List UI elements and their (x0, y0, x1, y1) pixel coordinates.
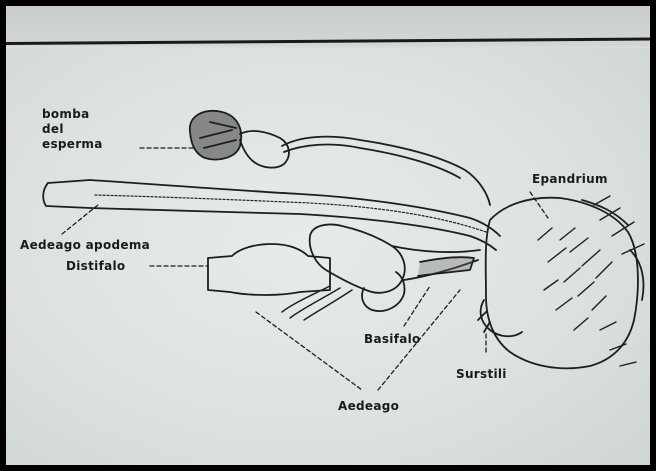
label-aedeago: Aedeago (338, 399, 399, 413)
label-bomba-line1: bomba (42, 107, 90, 121)
label-distifalo: Distifalo (66, 259, 125, 273)
surstili (478, 300, 522, 336)
label-epandrium: Epandrium (532, 172, 608, 186)
label-surstili: Surstili (456, 367, 507, 381)
epandrium (486, 198, 644, 369)
leader-aedeago-left (256, 312, 362, 390)
label-bomba-line2: del (42, 122, 64, 136)
setae (538, 196, 644, 366)
label-basifalo: Basifalo (364, 332, 421, 346)
basifalo (282, 224, 480, 320)
leader-epandrium (530, 192, 548, 218)
leader-apodema (62, 205, 98, 234)
leader-lines (62, 148, 548, 390)
label-bomba-line3: esperma (42, 137, 103, 151)
label-aedeago-apodema: Aedeago apodema (20, 238, 150, 252)
genitalia-diagram: bomba del esperma Epandrium Aedeago apod… (6, 6, 650, 465)
sperm-pump (190, 111, 490, 205)
leader-basifalo (404, 286, 430, 326)
